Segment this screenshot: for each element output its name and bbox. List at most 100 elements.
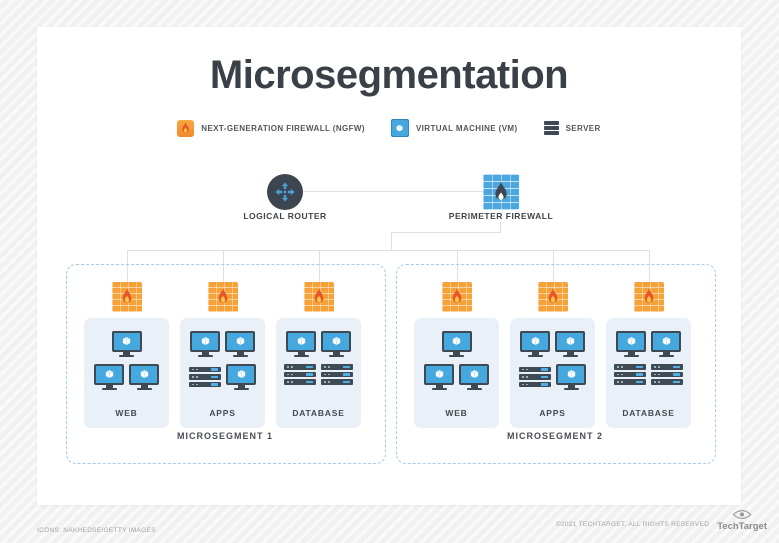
monitor-neck xyxy=(567,385,575,388)
connector-drop xyxy=(649,250,650,290)
monitor-screen xyxy=(555,331,585,352)
monitor-screen xyxy=(520,331,550,352)
vm-cube-icon xyxy=(332,337,340,345)
monitor-base xyxy=(466,387,482,390)
credit-text: ICONS: NAKHEDSE/GETTY IMAGES xyxy=(37,527,156,534)
monitor-screen xyxy=(225,331,255,352)
monitor-base xyxy=(232,354,248,357)
monitor-neck xyxy=(236,352,244,355)
connector-firewall-down xyxy=(500,222,501,233)
group-label: APPS xyxy=(539,408,566,418)
monitor-neck xyxy=(105,385,113,388)
flame-icon xyxy=(495,180,507,200)
vm-monitor-icon xyxy=(226,364,256,390)
vm-monitor-icon xyxy=(616,331,646,357)
monitor-neck xyxy=(435,385,443,388)
vm-cube-icon xyxy=(297,337,305,345)
vm-monitor-icon xyxy=(321,331,351,357)
group-apps: APPS xyxy=(180,318,265,428)
ngfw-icon xyxy=(208,282,238,312)
eye-icon xyxy=(732,510,752,519)
monitor-screen xyxy=(556,364,586,385)
monitor-neck xyxy=(627,352,635,355)
server-icon xyxy=(321,364,353,385)
page-title: Microsegmentation xyxy=(209,53,569,97)
monitor-base xyxy=(623,354,639,357)
microsegment-1-container xyxy=(66,264,386,464)
monitor-screen xyxy=(286,331,316,352)
monitor-base xyxy=(136,387,152,390)
group-label: APPS xyxy=(209,408,236,418)
monitor-neck xyxy=(123,352,130,355)
monitor-base xyxy=(119,354,134,357)
perimeter-firewall-label: PERIMETER FIREWALL xyxy=(448,211,554,221)
vm-cube-icon xyxy=(566,337,574,345)
vm-cube-icon xyxy=(105,370,113,378)
monitor-screen xyxy=(321,331,351,352)
server-icon xyxy=(189,366,221,388)
vm-monitor-icon xyxy=(459,364,489,390)
monitor-neck xyxy=(237,385,245,388)
connector-drop xyxy=(127,250,128,290)
connector-router-firewall xyxy=(303,191,483,192)
monitor-neck xyxy=(566,352,574,355)
vm-cube-icon xyxy=(140,370,148,378)
group-web: WEB xyxy=(414,318,499,428)
monitor-base xyxy=(293,354,309,357)
group-label: WEB xyxy=(115,408,138,418)
monitor-screen xyxy=(651,331,681,352)
monitor-screen xyxy=(616,331,646,352)
vm-cube-icon xyxy=(627,337,635,345)
ngfw-icon xyxy=(538,282,568,312)
connector-drop xyxy=(457,250,458,290)
device-grid xyxy=(284,331,353,385)
connector-drop xyxy=(223,250,224,290)
perimeter-firewall-icon xyxy=(483,174,519,210)
server-icon xyxy=(519,366,551,388)
monitor-screen xyxy=(190,331,220,352)
connector-bracket-vertical xyxy=(391,232,392,251)
copyright-text: ©2021 TECHTARGET, ALL RIGHTS RESERVED xyxy=(555,521,710,528)
legend-item-ngfw: NEXT-GENERATION FIREWALL (NGFW) xyxy=(177,119,365,137)
vm-monitor-icon xyxy=(556,364,586,390)
monitor-neck xyxy=(201,352,209,355)
device-grid xyxy=(614,331,683,385)
monitor-screen xyxy=(226,364,256,385)
vm-cube-icon xyxy=(122,337,131,345)
monitor-neck xyxy=(531,352,539,355)
group-database: DATABASE xyxy=(606,318,691,428)
monitor-screen xyxy=(459,364,489,385)
monitor-screen xyxy=(129,364,159,385)
monitor-screen xyxy=(111,331,142,352)
monitor-base xyxy=(197,354,213,357)
vm-monitor-icon xyxy=(190,331,220,357)
monitor-neck xyxy=(470,385,478,388)
vm-monitor-icon xyxy=(129,364,159,390)
monitor-base xyxy=(563,387,579,390)
ngfw-icon xyxy=(634,282,664,312)
legend-label-ngfw: NEXT-GENERATION FIREWALL (NGFW) xyxy=(201,123,365,133)
group-database: DATABASE xyxy=(276,318,361,428)
monitor-base xyxy=(658,354,674,357)
ngfw-icon xyxy=(112,282,142,312)
vm-monitor-icon xyxy=(424,364,454,390)
four-way-arrows-icon xyxy=(275,182,295,202)
monitor-base xyxy=(562,354,578,357)
group-web: WEB xyxy=(84,318,169,428)
connector-drop xyxy=(319,250,320,290)
group-apps: APPS xyxy=(510,318,595,428)
monitor-base xyxy=(233,387,249,390)
vm-cube-icon xyxy=(237,370,245,378)
vm-cube-icon xyxy=(435,370,443,378)
legend-item-server: SERVER xyxy=(543,121,601,135)
vm-icon xyxy=(390,119,409,137)
legend-label-vm: VIRTUAL MACHINE (VM) xyxy=(415,123,518,133)
connector-bracket-horizontal xyxy=(391,232,501,233)
vm-cube-icon xyxy=(452,337,461,345)
server-icon xyxy=(651,364,683,385)
monitor-base xyxy=(431,387,447,390)
group-label: DATABASE xyxy=(292,408,345,418)
connector-drop xyxy=(553,250,554,290)
microsegment-1-label: MICROSEGMENT 1 xyxy=(176,431,273,441)
group-label: DATABASE xyxy=(622,408,675,418)
